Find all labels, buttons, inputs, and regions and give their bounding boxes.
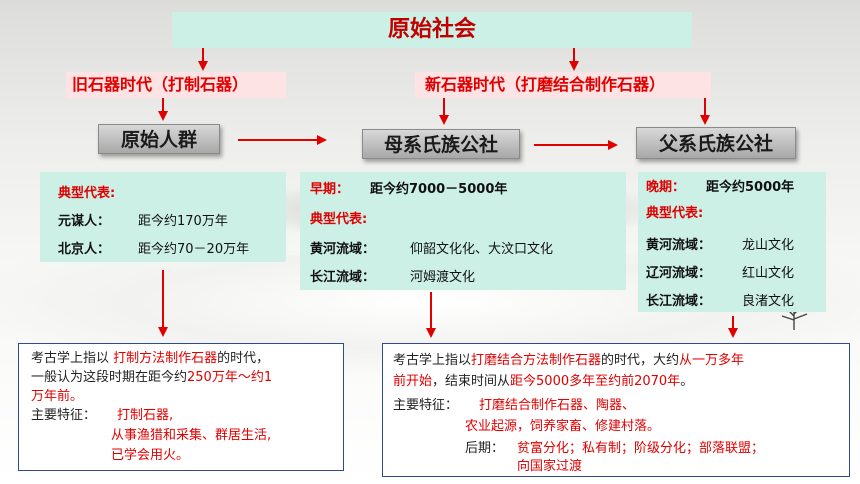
row-value: 红山文化: [742, 266, 795, 281]
info-text: 主要特征：: [31, 408, 97, 423]
info-highlight: 已学会用火。: [111, 448, 190, 463]
info-highlight: 打制石器,: [117, 408, 174, 423]
row-value: 良渚文化: [742, 294, 795, 309]
era-paleolithic: 旧石器时代（打制石器）: [66, 72, 286, 98]
info-text: 的时代，: [217, 351, 270, 366]
period-label: 晚期：: [646, 180, 686, 195]
row-value: 龙山文化: [742, 238, 795, 253]
info-highlight: 贫富分化；私有制；阶级分化；部落联盟；: [517, 441, 765, 456]
info-highlight: 农业起源，饲养家畜、修建村落。: [465, 419, 661, 434]
diagram-title: 原始社会: [172, 12, 692, 48]
row-label: 黄河流域：: [310, 242, 376, 257]
info-text: ，结束时间从: [432, 374, 511, 389]
era-neolithic: 新石器时代（打磨结合制作石器）: [415, 72, 711, 98]
row-label: 辽河流域：: [646, 266, 712, 281]
row-value: 河姆渡文化: [410, 270, 476, 285]
period-value: 距今约5000年: [706, 180, 795, 195]
stage-matriarchal-clan: 母系氏族公社: [362, 129, 520, 159]
info-text: 考古学上指以: [31, 351, 110, 366]
stage-primitive-group: 原始人群: [98, 124, 220, 154]
info-highlight: 打磨结合制作石器、陶器、: [479, 398, 636, 413]
info-text: 后期：: [465, 441, 505, 456]
info-highlight: 距今5000多年至约前2070年: [510, 374, 681, 389]
info-highlight: 从事渔猎和采集、群居生活,: [111, 428, 272, 443]
info-text: 一般认为这段时期在距今约: [31, 370, 188, 385]
row-label: 黄河流域：: [646, 238, 712, 253]
info-highlight: 前开始: [393, 374, 433, 389]
info-text: 。: [680, 374, 694, 389]
info-text: 的时代，大约: [601, 353, 680, 368]
info-highlight: 向国家过渡: [517, 459, 583, 474]
row-label: 元谋人：: [58, 214, 111, 229]
panel-heading: 典型代表:: [58, 186, 116, 201]
row-value: 距今约70－20万年: [138, 242, 250, 257]
info-paleolithic: 考古学上指以 打制方法制作石器的时代， 一般认为这段时期在距今约250万年～约1…: [18, 343, 344, 471]
panel-primitive-group: 典型代表: 元谋人： 距今约170万年 北京人： 距今约70－20万年: [40, 172, 286, 262]
row-value: 距今约170万年: [138, 214, 228, 229]
period-value: 距今约7000－5000年: [370, 182, 508, 197]
panel-matriarchal-clan: 早期： 距今约7000－5000年 典型代表: 黄河流域： 仰韶文化化、大汶口文…: [300, 172, 626, 290]
info-text: 考古学上指以: [393, 353, 472, 368]
stage-patriarchal-clan: 父系氏族公社: [636, 127, 796, 159]
panel-patriarchal-clan: 晚期： 距今约5000年 典型代表: 黄河流域： 龙山文化 辽河流域： 红山文化…: [638, 172, 826, 312]
info-highlight: 万年前。: [31, 389, 84, 404]
row-label: 长江流域：: [646, 294, 712, 309]
row-label: 北京人：: [58, 242, 111, 257]
panel-heading: 典型代表:: [310, 212, 368, 227]
info-text: 主要特征：: [393, 398, 459, 413]
panel-heading: 典型代表:: [646, 206, 704, 221]
info-neolithic: 考古学上指以打磨结合方法制作石器的时代，大约从一万多年 前开始，结束时间从距今5…: [382, 343, 850, 477]
row-label: 长江流域：: [310, 270, 376, 285]
info-highlight: 250万年～约1: [187, 370, 273, 385]
period-label: 早期：: [310, 182, 350, 197]
info-highlight: 打制方法制作石器: [109, 351, 218, 366]
info-highlight: 打磨结合方法制作石器: [471, 353, 602, 368]
info-highlight: 从一万多年: [679, 353, 745, 368]
row-value: 仰韶文化化、大汶口文化: [410, 242, 554, 257]
